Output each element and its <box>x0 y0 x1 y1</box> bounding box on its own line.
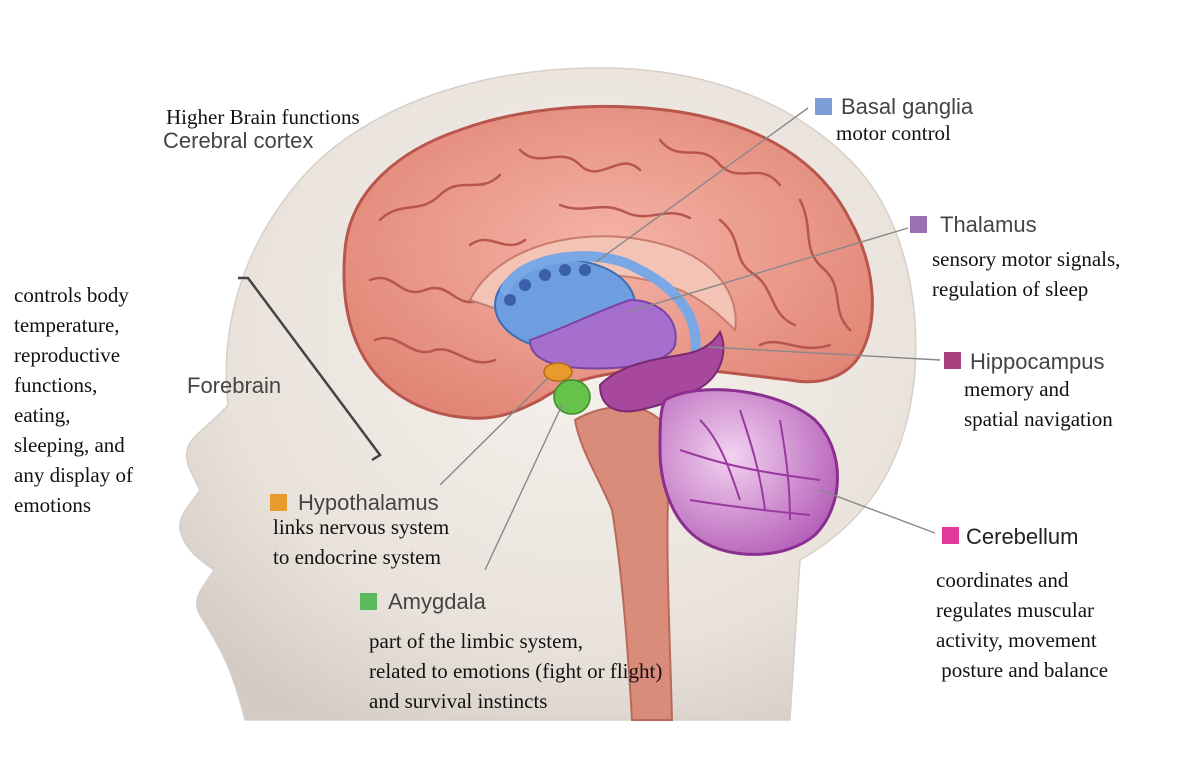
forebrain-label: Forebrain <box>187 373 282 398</box>
forebrain-desc-line: any display of <box>14 463 133 487</box>
forebrain-desc-line: temperature, <box>14 313 120 337</box>
basal-arc <box>500 251 701 360</box>
cerebellum-desc-line: posture and balance <box>936 658 1109 682</box>
thalamus-desc-line: regulation of sleep <box>932 277 1089 301</box>
amygdala-shape <box>553 379 591 415</box>
hypothalamus-swatch <box>270 494 287 511</box>
forebrain-desc-line: eating, <box>14 403 71 427</box>
amygdala-desc: part of the limbic system, related to em… <box>369 626 662 716</box>
cerebellum-swatch <box>942 527 959 544</box>
hippocampus-desc-line: memory and <box>964 377 1070 401</box>
cerebellum-desc-line: activity, movement <box>936 628 1097 652</box>
cerebellum-desc-line: coordinates and <box>936 568 1069 592</box>
amygdala-desc-line: related to emotions (fight or flight) <box>369 659 663 683</box>
hypothalamus-desc-line: to endocrine system <box>273 545 441 569</box>
hippocampus-desc-line: spatial navigation <box>964 407 1113 431</box>
cerebellum-desc: coordinates and regulates muscular activ… <box>936 565 1108 685</box>
hippocampus-desc: memory and spatial navigation <box>964 374 1113 434</box>
forebrain-description: controls body temperature, reproductive … <box>14 280 133 520</box>
forebrain-desc-line: sleeping, and <box>14 433 125 457</box>
cerebral-cortex-label: Cerebral cortex <box>163 128 314 153</box>
hypothalamus-desc-line: links nervous system <box>273 515 450 539</box>
forebrain-desc-line: emotions <box>14 493 91 517</box>
cerebellum-desc-line: regulates muscular <box>936 598 1095 622</box>
leader-lines <box>439 107 941 571</box>
hippocampus-label: Hippocampus <box>970 349 1105 374</box>
cerebellum-folds <box>679 409 821 521</box>
amygdala-desc-line: and survival instincts <box>369 689 548 713</box>
hypothalamus-desc: links nervous system to endocrine system <box>273 512 449 572</box>
amygdala-swatch <box>360 593 377 610</box>
forebrain-bracket <box>238 276 382 462</box>
basal-ganglia-swatch <box>815 98 832 115</box>
cerebellum-label: Cerebellum <box>966 524 1079 549</box>
forebrain-desc-line: controls body <box>14 283 129 307</box>
hypothalamus-shape <box>543 362 573 382</box>
basal-ganglia-label: Basal ganglia <box>841 94 974 119</box>
cortex-folds <box>368 138 852 364</box>
thalamus-swatch <box>910 216 927 233</box>
forebrain-desc-line: functions, <box>14 373 98 397</box>
basal-ganglia-desc: motor control <box>836 121 951 145</box>
thalamus-desc: sensory motor signals, regulation of sle… <box>932 244 1120 304</box>
forebrain-desc-line: reproductive <box>14 343 121 367</box>
higher-brain-label: Higher Brain functions <box>166 105 360 129</box>
hippocampus-swatch <box>944 352 961 369</box>
amygdala-label: Amygdala <box>388 589 486 614</box>
thalamus-label: Thalamus <box>940 212 1037 237</box>
thalamus-desc-line: sensory motor signals, <box>932 247 1121 271</box>
basal-dots <box>504 264 591 306</box>
amygdala-desc-line: part of the limbic system, <box>369 629 584 653</box>
hypothalamus-label: Hypothalamus <box>298 490 439 515</box>
